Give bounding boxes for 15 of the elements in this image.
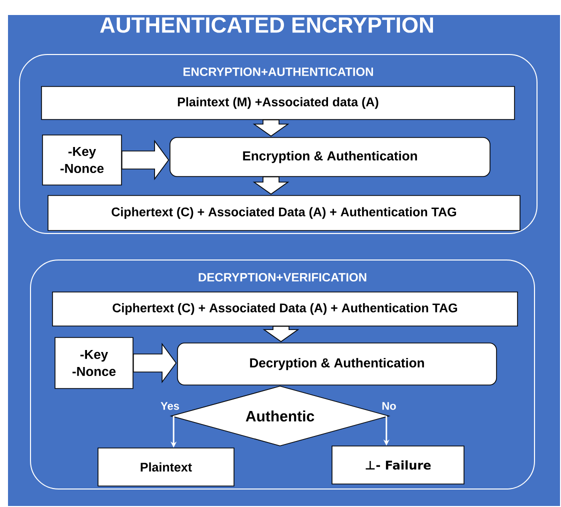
block-arrow [252, 176, 290, 195]
process-box: Ciphertext (C) + Associated Data (A) + Authentication TAG [48, 195, 520, 231]
process-box: Ciphertext (C) + Associated Data (A) + Authentication TAG [52, 292, 518, 326]
process-box: Plaintext [98, 448, 234, 486]
process-box: Decryption & Authentication [177, 342, 497, 386]
title: AUTHENTICATED ENCRYPTION [100, 17, 433, 33]
process-box: Encryption & Authentication [170, 137, 490, 177]
block-arrow [252, 120, 290, 137]
input-box: -Key -Nonce [54, 337, 134, 389]
result-box: ⊥- Failure [332, 446, 464, 484]
block-arrow [133, 342, 177, 384]
input-box: -Key -Nonce [42, 134, 122, 186]
block-arrow [122, 140, 170, 180]
process-box: Plaintext (M) +Associated data (A) [41, 86, 515, 120]
block-arrow [262, 326, 300, 342]
